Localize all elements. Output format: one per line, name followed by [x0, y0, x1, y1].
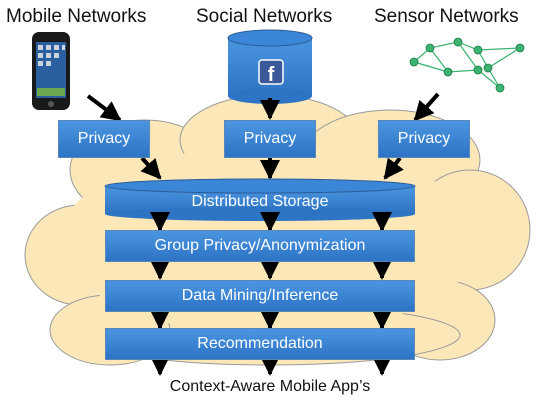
privacy-box-sensor: Privacy [378, 120, 470, 158]
context-aware-apps-label: Context-Aware Mobile App’s [169, 378, 371, 395]
facebook-logo-icon: f [258, 59, 284, 86]
social-networks-heading: Social Networks [196, 6, 333, 27]
sensor-networks-heading: Sensor Networks [374, 6, 519, 27]
layer-recommendation: Recommendation [105, 328, 415, 360]
distributed-storage-label: Distributed Storage [191, 193, 329, 210]
source-arrows [86, 92, 440, 122]
smartphone-icon [32, 32, 70, 110]
layer-data-mining: Data Mining/Inference [105, 280, 415, 312]
privacy-to-storage-arrows [140, 156, 404, 180]
privacy-box-social: Privacy [224, 120, 316, 158]
mobile-networks-heading: Mobile Networks [6, 6, 147, 27]
layer-group-privacy: Group Privacy/Anonymization [105, 230, 415, 262]
sensor-nodes [409, 37, 525, 93]
privacy-box-mobile: Privacy [58, 120, 150, 158]
facebook-logo-letter: f [268, 64, 275, 86]
